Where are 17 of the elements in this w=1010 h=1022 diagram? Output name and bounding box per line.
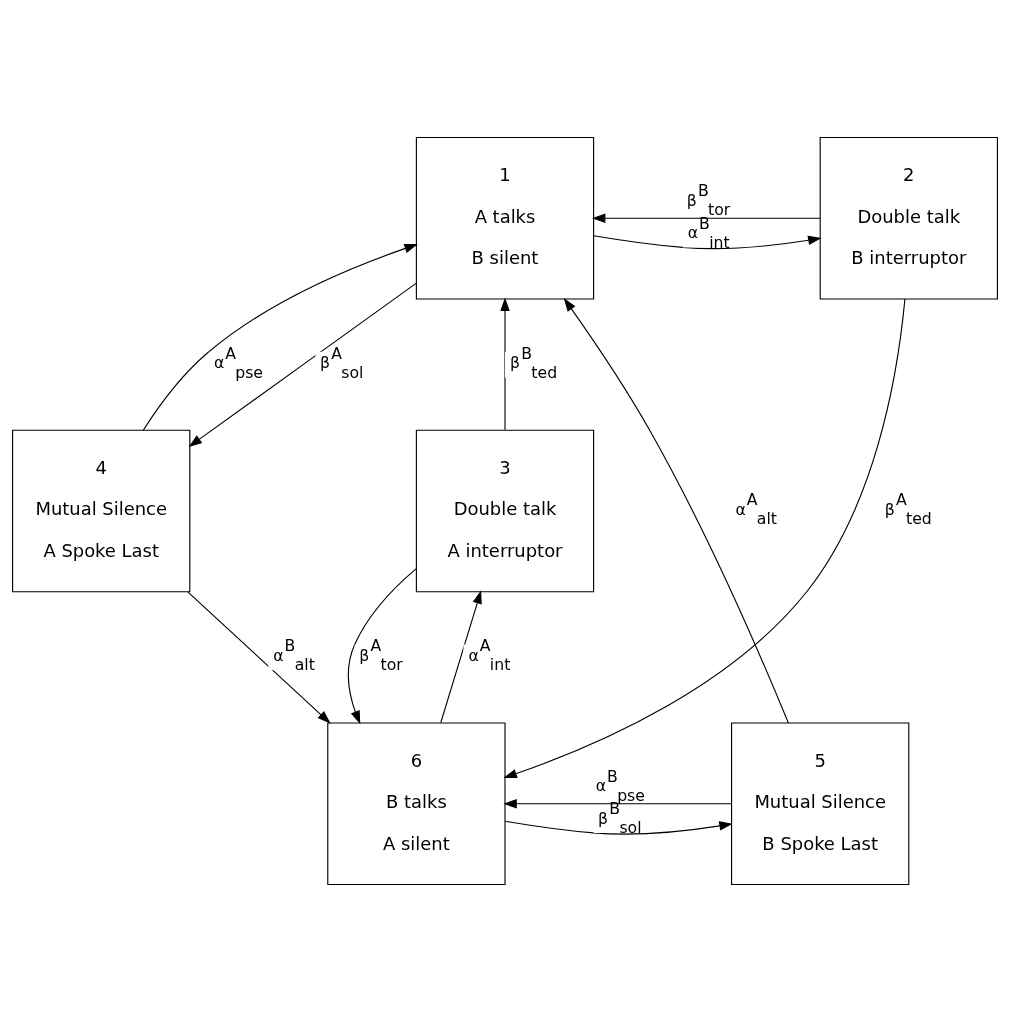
arrow <box>188 282 417 447</box>
arrow <box>187 591 331 724</box>
arrow <box>347 568 417 725</box>
node-box: 3 Double talk A interruptor <box>415 429 595 593</box>
node-box: 6 B talks A silent <box>327 722 506 886</box>
arrow <box>440 590 482 724</box>
arrow <box>563 298 789 724</box>
arrow <box>503 799 732 809</box>
node-box: 5 Mutual Silence B Spoke Last <box>731 722 910 886</box>
node-box: 4 Mutual Silence A Spoke Last <box>12 429 191 593</box>
arrow <box>142 244 418 431</box>
node-box: 2 Double talk B interruptor <box>819 136 998 300</box>
arrow <box>500 297 510 431</box>
arrow <box>593 235 822 250</box>
arrow <box>591 213 821 223</box>
node-box: 1 A talks B silent <box>415 136 595 300</box>
arrow <box>504 820 733 835</box>
